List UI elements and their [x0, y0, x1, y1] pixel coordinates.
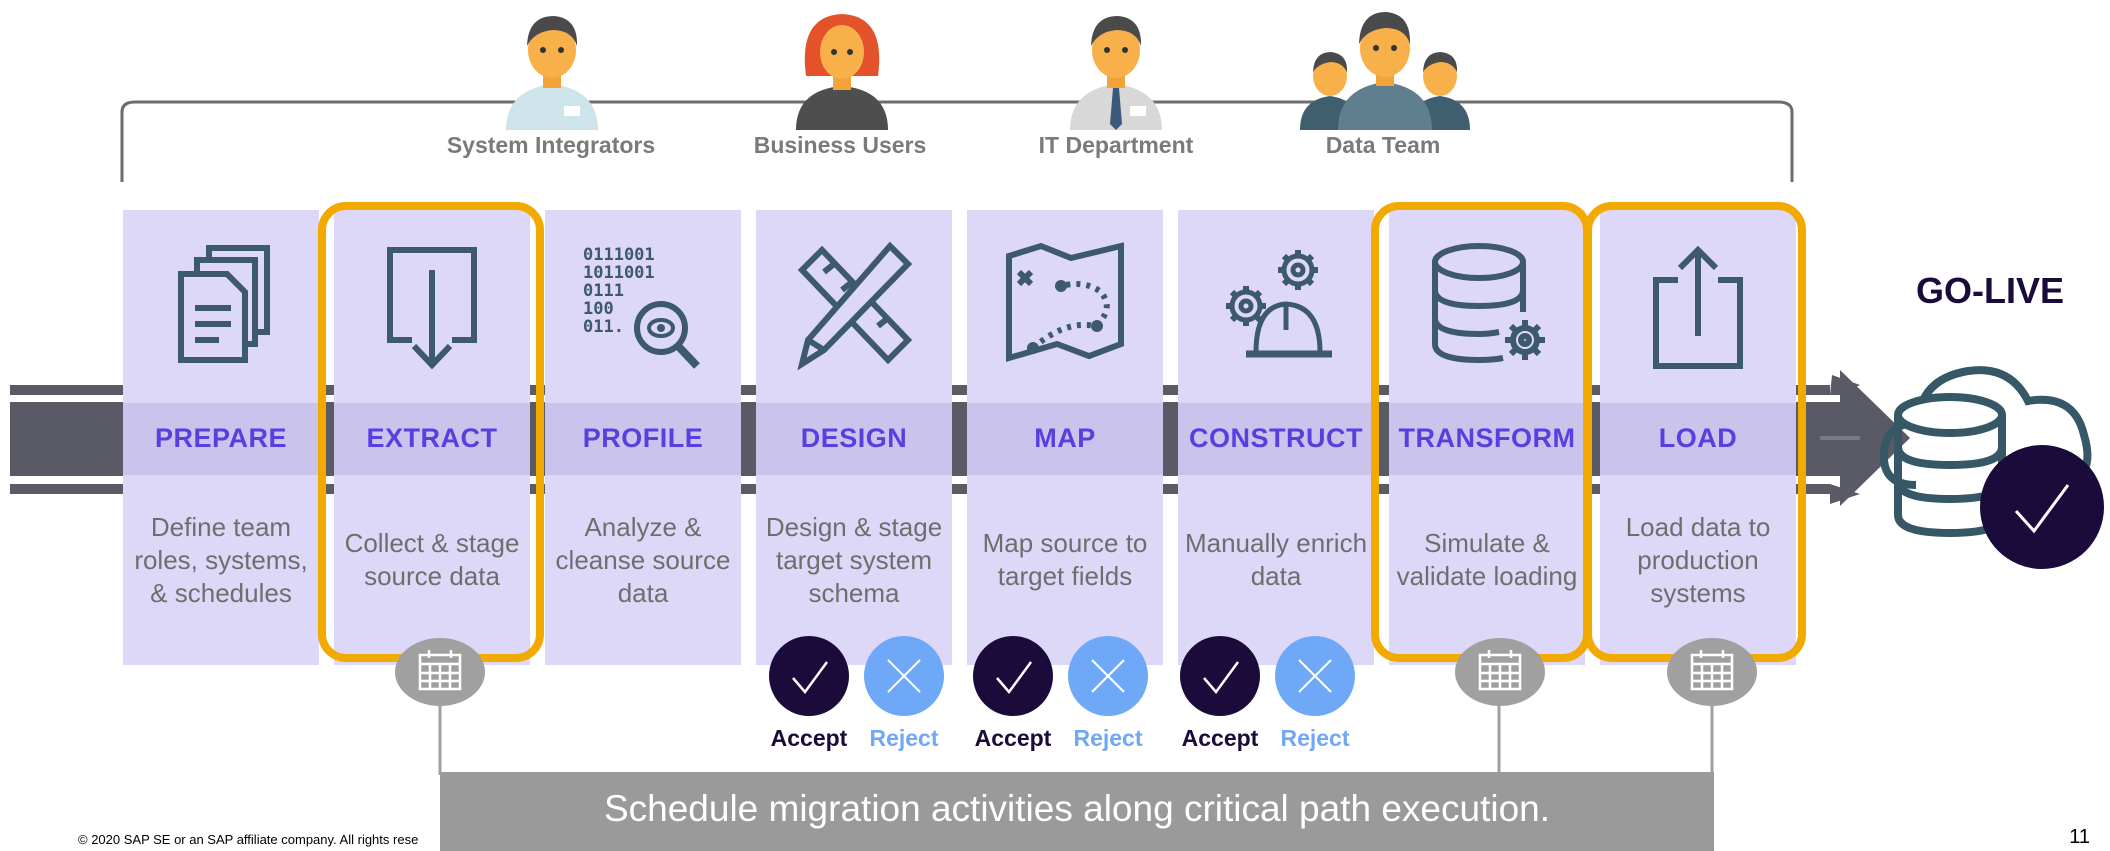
- gears-helmet-icon: [1226, 250, 1332, 358]
- check-icon: [2014, 484, 2070, 534]
- accept-label: Accept: [974, 725, 1052, 751]
- close-icon: [1298, 659, 1332, 693]
- role-label-data-team: Data Team: [1325, 132, 1441, 158]
- stage-map: MAP Map source to target fields: [967, 210, 1163, 665]
- reject-label: Reject: [1280, 725, 1350, 751]
- stage-desc: Manually enrich data: [1184, 528, 1368, 591]
- system-integrator-person-icon: [506, 16, 598, 130]
- calendar-icon: [1690, 650, 1734, 691]
- binary-line: 100: [583, 299, 614, 319]
- stage-desc: Map source to target fields: [982, 528, 1148, 591]
- stage-desc: Define team roles, systems, & schedules: [134, 511, 308, 608]
- accept-label: Accept: [1181, 725, 1259, 751]
- stage-band: [1389, 403, 1585, 475]
- stage-transform: TRANSFORM Simulate & validate loading: [1389, 210, 1585, 665]
- calendar-badge-load: [1667, 638, 1757, 706]
- stage-label: PREPARE: [154, 423, 288, 453]
- stage-label: EXTRACT: [366, 423, 498, 453]
- golive-title: GO-LIVE: [1915, 270, 2064, 311]
- reject-label: Reject: [869, 725, 939, 751]
- stage-band: [1178, 403, 1374, 475]
- check-icon: [996, 661, 1033, 695]
- download-icon: [387, 247, 477, 370]
- close-icon: [1091, 659, 1125, 693]
- stage-label: TRANSFORM: [1398, 423, 1576, 453]
- banner-text: Schedule migration activities along crit…: [603, 788, 1551, 829]
- map-icon: [1006, 242, 1124, 362]
- copyright-text: © 2020 SAP SE or an SAP affiliate compan…: [78, 832, 419, 847]
- binary-line: 0111: [583, 281, 624, 301]
- stage-band: [756, 403, 952, 475]
- stage-label: LOAD: [1658, 423, 1738, 453]
- it-department-person-icon: [1070, 16, 1162, 130]
- data-team-people-icon: [1300, 12, 1470, 130]
- database-gear-icon: [1432, 243, 1545, 364]
- stage-label: PROFILE: [582, 423, 704, 453]
- stage-band: [123, 403, 319, 475]
- stage-band: [967, 403, 1163, 475]
- stage-band: [334, 403, 530, 475]
- binary-text: 0111001 1011001 0111 100 011.: [583, 246, 655, 336]
- stage-band: [545, 403, 741, 475]
- page-number: 11: [2069, 826, 2090, 848]
- stage-band: [1600, 403, 1796, 475]
- role-label-system-integrators: System Integrators: [446, 132, 656, 158]
- reject-button-map[interactable]: [1068, 636, 1148, 716]
- binary-line: 1011001: [583, 263, 655, 283]
- cloud-database-icon: [1879, 366, 2104, 569]
- stage-construct: CONSTRUCT Manually enrich data: [1178, 210, 1374, 665]
- stage-desc: Simulate & validate loading: [1396, 528, 1578, 591]
- stage-prepare: PREPARE Define team roles, systems, & sc…: [123, 210, 319, 665]
- stage-desc: Analyze & cleanse source data: [555, 511, 731, 608]
- check-icon: [792, 661, 829, 695]
- reject-label: Reject: [1073, 725, 1143, 751]
- stage-label: MAP: [1034, 423, 1096, 453]
- stage-load: LOAD Load data to production systems: [1600, 210, 1796, 665]
- calendar-icon: [1478, 650, 1522, 691]
- documents-icon: [178, 245, 270, 363]
- business-user-person-icon: [796, 14, 888, 130]
- highlight-extract: [318, 202, 544, 662]
- highlight-load: [1584, 202, 1806, 662]
- calendar-badge-transform: [1455, 638, 1545, 706]
- close-icon: [887, 659, 921, 693]
- accept-button-map[interactable]: [973, 636, 1053, 716]
- reject-button-design[interactable]: [864, 636, 944, 716]
- stage-design: DESIGN Design & stage target system sche…: [756, 210, 952, 665]
- stage-desc: Collect & stage source data: [344, 528, 520, 591]
- binary-line: 011.: [583, 317, 624, 337]
- binary-magnifier-icon: 0111001 1011001 0111 100 011.: [583, 240, 703, 370]
- accept-button-construct[interactable]: [1180, 636, 1260, 716]
- check-icon: [1203, 661, 1240, 695]
- ruler-pencil-icon: [797, 241, 913, 370]
- accept-label: Accept: [770, 725, 848, 751]
- role-label-business-users: Business Users: [753, 132, 927, 158]
- stage-desc: Load data to production systems: [1625, 511, 1771, 608]
- stage-label: DESIGN: [800, 423, 908, 453]
- stage-extract: EXTRACT Collect & stage source data: [334, 210, 530, 665]
- binary-line: 0111001: [583, 245, 655, 265]
- stage-label: CONSTRUCT: [1189, 423, 1363, 453]
- reject-button-construct[interactable]: [1275, 636, 1355, 716]
- calendar-badge-extract: [395, 638, 485, 706]
- highlight-transform: [1371, 202, 1591, 662]
- calendar-icon: [418, 650, 462, 691]
- stage-profile: 0111001 1011001 0111 100 011. PROFILE An…: [545, 210, 741, 665]
- schedule-banner: [440, 772, 1714, 851]
- upload-icon: [1653, 245, 1743, 369]
- role-label-it-department: IT Department: [1038, 132, 1194, 158]
- stage-desc: Design & stage target system schema: [765, 511, 943, 608]
- accept-button-design[interactable]: [769, 636, 849, 716]
